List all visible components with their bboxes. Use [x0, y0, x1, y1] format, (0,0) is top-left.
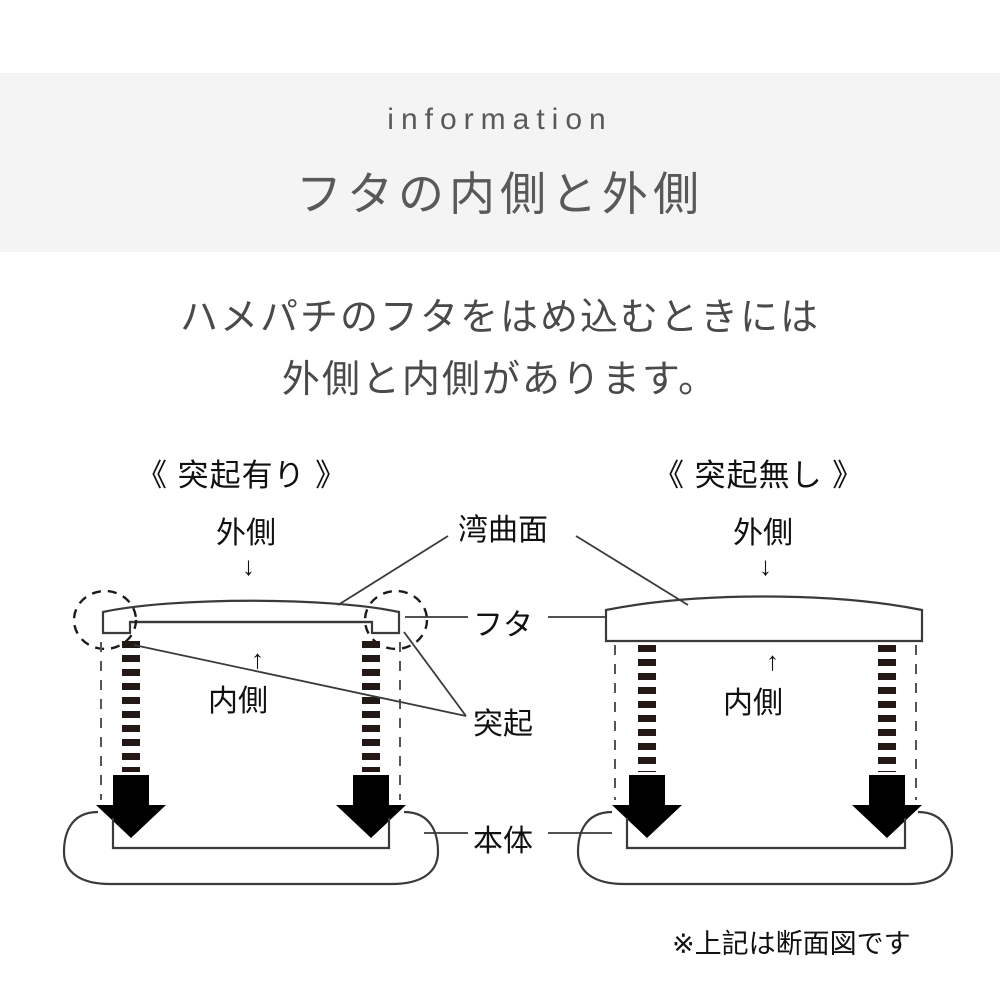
left-inside-label: 内側: [208, 685, 268, 718]
left-body-inner: [111, 818, 391, 850]
lead-line-2: 外側と内側があります。: [281, 359, 719, 401]
lead-line-1: ハメパチのフタをはめ込むときには: [179, 297, 820, 339]
left-arrow-down-right: [336, 775, 406, 838]
leader-protrusion-left: [133, 644, 467, 717]
left-lid-right-notch-highlight: [363, 589, 429, 651]
header-band: [0, 73, 1000, 252]
leader-curved-surface-right: [575, 535, 689, 606]
left-inside-arrow-icon: ↑: [251, 644, 264, 674]
page-title: フタの内側と外側: [296, 168, 704, 220]
right-body-outer: [576, 810, 954, 886]
leader-protrusion-right: [403, 631, 467, 717]
curved-surface-label: 湾曲面: [458, 514, 548, 547]
footnote: ※上記は断面図です: [672, 929, 911, 959]
protrusion-label: 突起: [473, 708, 533, 741]
right-inside-label: 内側: [723, 687, 783, 720]
left-lid-shape: [101, 599, 401, 635]
lid-label: フタ: [473, 609, 533, 642]
left-outside-label: 外側: [216, 517, 276, 550]
right-outside-label: 外側: [733, 517, 793, 550]
header-eyebrow: information: [387, 103, 613, 136]
right-arrow-down-left: [612, 775, 682, 838]
leader-curved-surface-left: [337, 535, 449, 606]
left-arrow-down-left: [96, 775, 166, 838]
left-section-title: 《 突起有り 》: [136, 458, 348, 493]
left-body-outer: [62, 810, 440, 886]
right-arrow-down-right: [852, 775, 922, 838]
left-lid-left-notch-highlight: [72, 589, 138, 651]
right-outside-arrow-icon: ↓: [759, 551, 772, 581]
body-label: 本体: [473, 825, 533, 858]
right-lid-shape: [604, 595, 924, 643]
right-inside-arrow-icon: ↑: [766, 646, 779, 676]
right-section-title: 《 突起無し 》: [653, 458, 865, 493]
right-body-inner: [625, 818, 907, 850]
left-outside-arrow-icon: ↓: [242, 551, 255, 581]
lead-paragraph: ハメパチのフタをはめ込むときには 外側と内側があります。: [0, 287, 1000, 411]
